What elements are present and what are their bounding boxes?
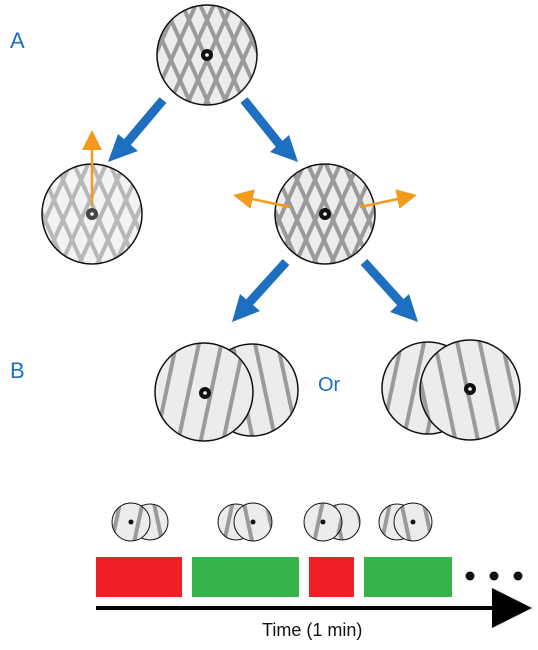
branch-arrow-right <box>240 97 298 162</box>
branch-arrow-left <box>108 97 167 162</box>
motion-arrow-right <box>359 189 417 209</box>
plaid-stimulus-transparent <box>233 163 417 265</box>
mini-stimulus-4 <box>378 502 433 542</box>
mini-stimulus-2 <box>217 502 273 542</box>
plaid-stimulus-coherent <box>41 130 143 265</box>
branch-arrow-lower-right <box>360 258 418 322</box>
timeline-segment-red-1 <box>96 557 182 597</box>
panel-label-a: A <box>10 28 25 53</box>
mini-stimulus-3 <box>303 502 361 542</box>
panel-label-b: B <box>10 358 25 383</box>
branch-arrow-lower-left <box>232 258 290 322</box>
plaid-stimulus-top <box>156 4 258 106</box>
bistable-pair-left <box>154 342 299 442</box>
mini-stimulus-1 <box>111 502 169 542</box>
motion-arrow-left <box>233 189 291 209</box>
timeline-segment-red-2 <box>309 557 354 597</box>
or-text: Or <box>318 374 341 396</box>
bistable-pair-right <box>381 339 521 441</box>
time-axis-label: Time (1 min) <box>262 620 363 640</box>
continuation-ellipsis <box>465 571 523 581</box>
timeline-segment-green-1 <box>192 557 299 597</box>
timeline-segment-green-2 <box>364 557 452 597</box>
